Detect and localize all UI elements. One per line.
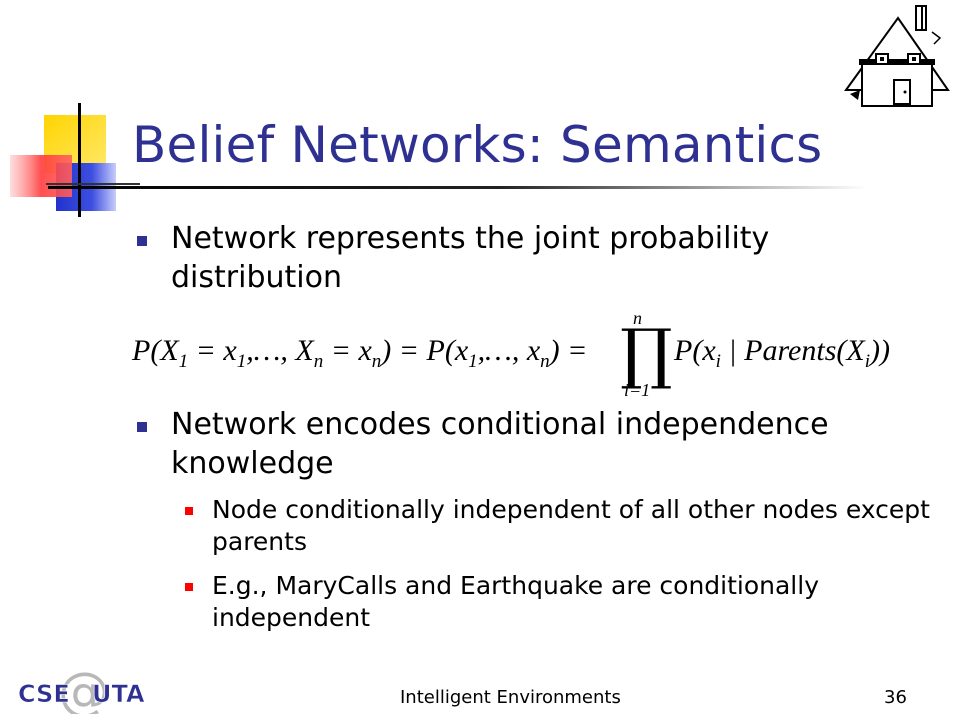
formula-part: P(x bbox=[673, 334, 716, 367]
formula-part: | Parents(X bbox=[721, 334, 866, 367]
formula-part: )) bbox=[868, 334, 890, 367]
bullet-square bbox=[137, 422, 147, 432]
formula-sub: i bbox=[716, 351, 721, 372]
formula-sub: 1 bbox=[468, 351, 478, 372]
product-upper-limit: n bbox=[633, 308, 642, 328]
formula-part: ) = P(x bbox=[379, 334, 469, 367]
slide-title: Belief Networks: Semantics bbox=[132, 116, 823, 174]
formula-sub: n bbox=[314, 351, 324, 372]
formula-sub: i bbox=[865, 351, 870, 372]
joint-probability-formula: P(X1 = x1,…, Xn = xn) = P(x1,…, xn) = ∏ … bbox=[131, 308, 890, 400]
formula-part: ,…, X bbox=[246, 334, 315, 367]
product-lower-limit: i=1 bbox=[624, 380, 650, 400]
bullet-text: Network represents the joint probability… bbox=[171, 221, 770, 295]
sub-bullet-square bbox=[185, 507, 193, 515]
formula-part: = x bbox=[188, 334, 237, 367]
formula-part: = x bbox=[323, 334, 372, 367]
formula-part: ,…, x bbox=[478, 334, 541, 367]
logo-at-mark: @ bbox=[58, 666, 110, 714]
formula-part: P(X bbox=[131, 334, 180, 367]
sub-bullet-square bbox=[185, 583, 193, 591]
formula-sub: 1 bbox=[179, 351, 189, 372]
formula-sub: 1 bbox=[237, 351, 247, 372]
page-number: 36 bbox=[884, 687, 907, 708]
logo-uta-text: UTA bbox=[92, 680, 145, 708]
svg-text:P(xi | Parents(Xi)): P(xi | Parents(Xi)) bbox=[673, 334, 890, 372]
house-icon bbox=[844, 5, 950, 107]
sub-bullet-text: Node conditionally independent of all ot… bbox=[212, 495, 930, 556]
svg-text:P(X1 = x1,…, Xn = xn) = P(x1,…: P(X1 = x1,…, Xn = xn) = P(x1,…, xn) = bbox=[131, 334, 587, 372]
formula-part: ) = bbox=[548, 334, 588, 367]
product-symbol: ∏ bbox=[620, 315, 673, 392]
sub-bullet-text: E.g., MaryCalls and Earthquake are condi… bbox=[212, 571, 819, 632]
logo-cse-text: CSE bbox=[18, 680, 70, 708]
footer-title: Intelligent Environments bbox=[400, 687, 621, 708]
title-underline bbox=[48, 186, 868, 189]
decorative-squares bbox=[10, 103, 140, 217]
cse-uta-logo: @ CSE UTA bbox=[18, 666, 145, 714]
bullet-square bbox=[137, 236, 147, 246]
formula-sub: n bbox=[372, 351, 382, 372]
formula-sub: n bbox=[540, 351, 550, 372]
bullet-text: Network encodes conditional independence… bbox=[171, 407, 829, 481]
